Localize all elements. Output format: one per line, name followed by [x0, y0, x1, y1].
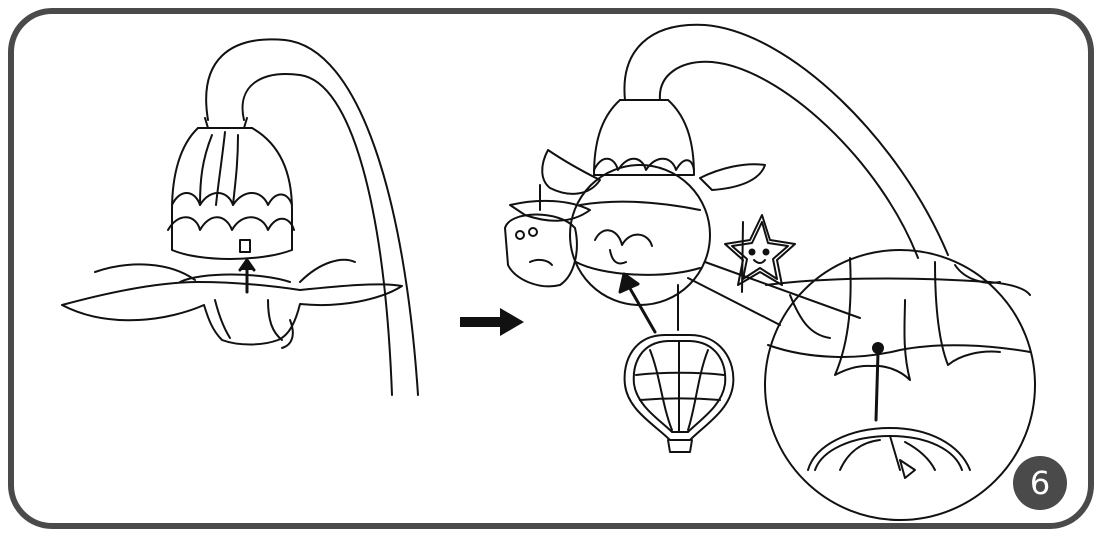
- mobile-arm: [205, 38, 419, 396]
- hot-air-balloon-toy: [623, 334, 735, 453]
- step-arrow-right: [460, 308, 524, 336]
- step-number: 6: [1029, 464, 1051, 502]
- magnified-attachment-detail: [764, 249, 1036, 521]
- up-arrow-icon: [238, 258, 256, 294]
- face-toy: [504, 213, 578, 288]
- diagonal-arrow-icon: [618, 272, 657, 334]
- instruction-panel: [8, 8, 1094, 529]
- flower-bell: [171, 127, 293, 260]
- magnifier-large: [764, 249, 1036, 521]
- mobile-arm-flower-with-toys: [504, 23, 949, 453]
- mobile-arm-inner: [241, 73, 393, 396]
- lower-petals: [61, 281, 403, 346]
- step-number-badge: 6: [1013, 456, 1067, 510]
- star-toy: [724, 214, 796, 286]
- mobile-arm-right: [623, 23, 949, 256]
- mobile-arm-flower-before: [61, 38, 419, 396]
